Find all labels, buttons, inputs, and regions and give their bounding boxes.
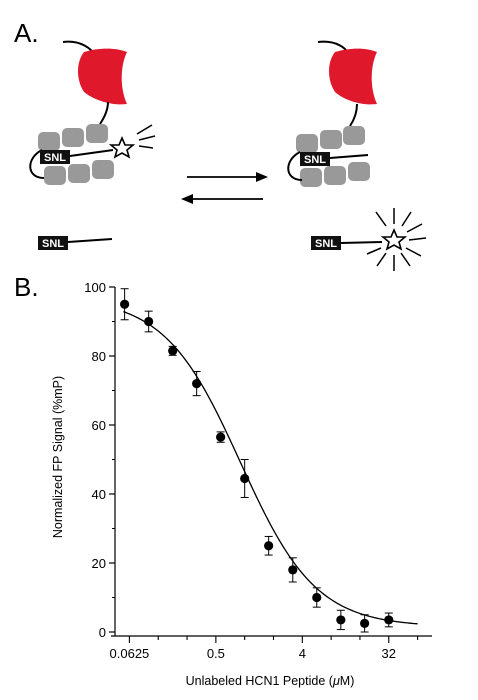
snl-peptide-block: [38, 236, 68, 250]
snl-label: SNL: [315, 238, 337, 250]
x-tick-label: 0.5: [207, 646, 225, 661]
chart-ticks: 0 20 40 60 80 100 0.0625 0.5 4 32: [84, 280, 419, 661]
linker-line: [29, 149, 45, 179]
linker-line: [99, 101, 109, 125]
y-tick-label: 0: [99, 625, 106, 640]
fluorophore-star-icon: [108, 135, 136, 159]
data-point: [216, 432, 226, 442]
x-tick-label: 0.0625: [110, 646, 150, 661]
repeat-domain-top: [38, 124, 108, 151]
x-tick-label: 4: [299, 646, 306, 661]
peptide-line: [67, 238, 113, 243]
x-tick-label: 32: [382, 646, 396, 661]
emission-rays: [136, 124, 156, 149]
repeat-domain-top: [296, 126, 365, 153]
complex-left: SNL: [29, 40, 156, 185]
red-domain-shape: [78, 48, 127, 105]
binding-curve-chart: 0 20 40 60 80 100 0.0625 0.5 4 32 Unlabeled HCN1 …: [51, 280, 432, 688]
panel-b-letter: B.: [14, 272, 39, 302]
peptide-line: [69, 149, 114, 157]
data-point: [312, 592, 322, 603]
snl-label: SNL: [44, 152, 66, 164]
y-tick-label: 80: [92, 349, 106, 364]
data-point: [264, 541, 274, 551]
data-point: [360, 618, 370, 628]
y-tick-label: 100: [84, 280, 106, 295]
emission-rays: [366, 208, 427, 271]
peptide-line: [329, 154, 369, 159]
free-peptide-left: SNL: [38, 236, 113, 250]
data-point: [384, 615, 394, 625]
snl-peptide-block: [311, 236, 341, 250]
y-tick-label: 20: [92, 556, 106, 571]
y-tick-label: 40: [92, 487, 106, 502]
snl-label: SNL: [42, 238, 64, 250]
data-point: [168, 346, 178, 356]
data-point: [240, 473, 250, 484]
snl-label: SNL: [304, 154, 326, 166]
y-axis-title: Normalized FP Signal (%mP): [51, 376, 65, 538]
repeat-domain-bottom: [300, 162, 370, 187]
data-points: [120, 288, 394, 633]
data-point: [192, 379, 202, 389]
linker-line: [349, 103, 358, 127]
y-tick-label: 60: [92, 418, 106, 433]
complex-right: SNL: [287, 40, 377, 187]
red-domain-shape: [329, 48, 377, 105]
data-point: [288, 565, 298, 575]
x-axis-title: Unlabeled HCN1 Peptide (μM): [186, 674, 355, 688]
snl-peptide-block: [300, 152, 330, 166]
peptide-line: [340, 241, 383, 244]
repeat-domain-bottom: [44, 160, 114, 185]
data-point: [144, 316, 154, 327]
free-peptide-right: SNL: [311, 208, 427, 271]
fit-curve: [123, 311, 418, 625]
equilibrium-arrows: [181, 172, 268, 204]
panel-a-letter: A.: [14, 18, 39, 48]
linker-line: [287, 151, 303, 181]
chart-axes: [111, 287, 432, 637]
snl-peptide-block: [40, 150, 70, 164]
data-point: [120, 299, 130, 309]
fluorophore-star-icon: [380, 227, 408, 251]
data-point: [336, 615, 346, 625]
